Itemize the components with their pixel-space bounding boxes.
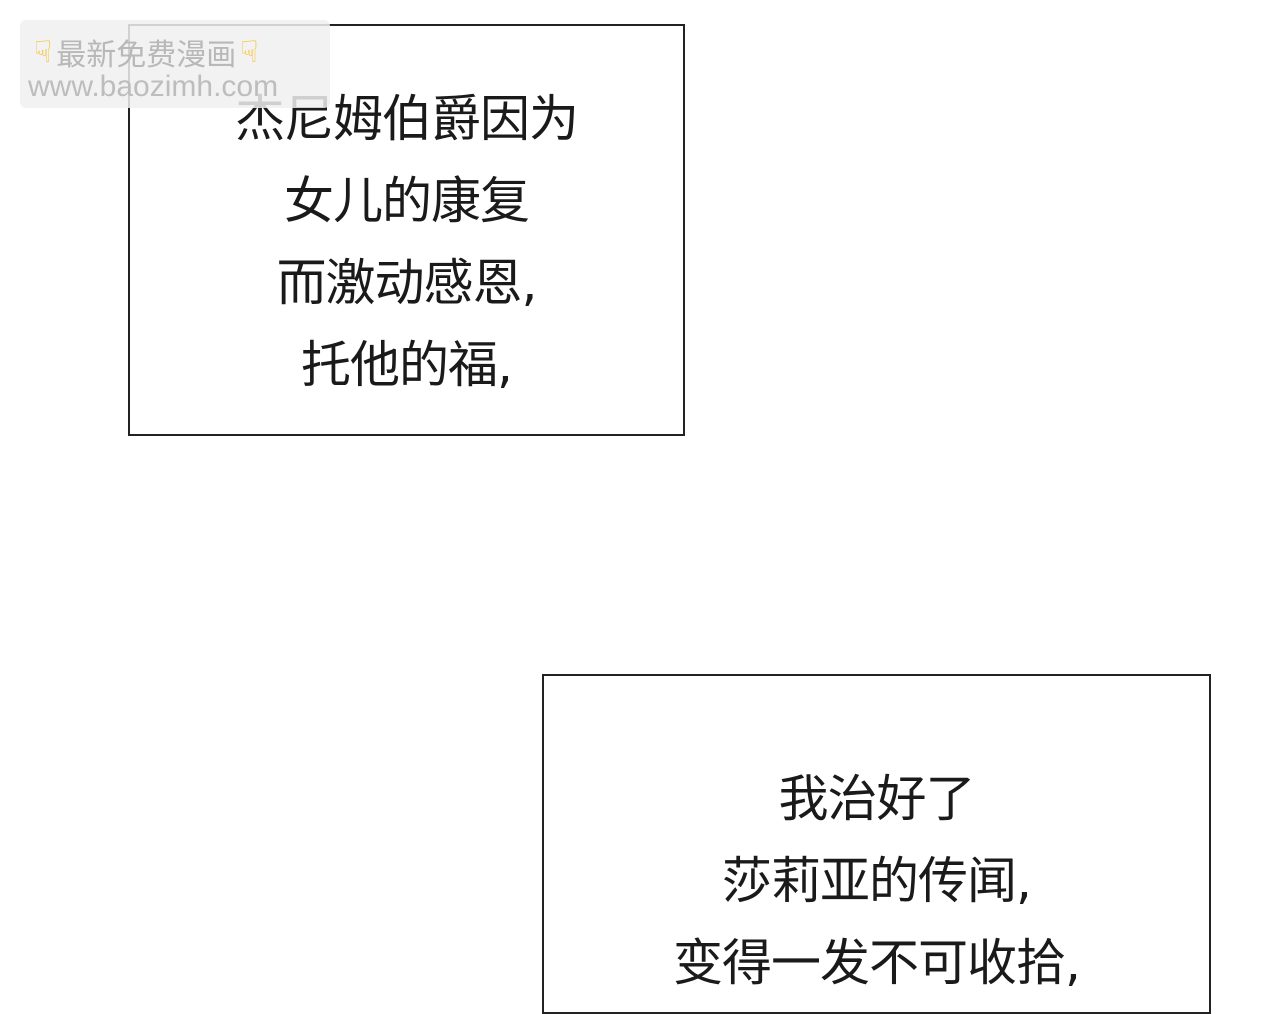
pointing-down-hand-icon: ☟ [34, 34, 53, 70]
pointing-down-hand-icon: ☟ [240, 34, 259, 70]
watermark: ☟ 最新免费漫画 ☟ www.baozimh.com [20, 20, 330, 108]
caption-line: 女儿的康复 [284, 172, 530, 230]
caption-line: 而激动感恩, [276, 254, 538, 312]
caption-box-1: 杰尼姆伯爵因为 女儿的康复 而激动感恩, 托他的福, [128, 24, 685, 436]
watermark-url: www.baozimh.com [28, 70, 279, 103]
caption-line: 托他的福, [301, 336, 513, 394]
watermark-title: 最新免费漫画 [56, 38, 237, 73]
caption-line: 我治好了 [778, 770, 976, 828]
caption-box-2: 我治好了 莎莉亚的传闻, 变得一发不可收拾, [542, 674, 1211, 1014]
caption-line: 莎莉亚的传闻, [722, 852, 1032, 910]
caption-line: 变得一发不可收拾, [673, 934, 1081, 992]
